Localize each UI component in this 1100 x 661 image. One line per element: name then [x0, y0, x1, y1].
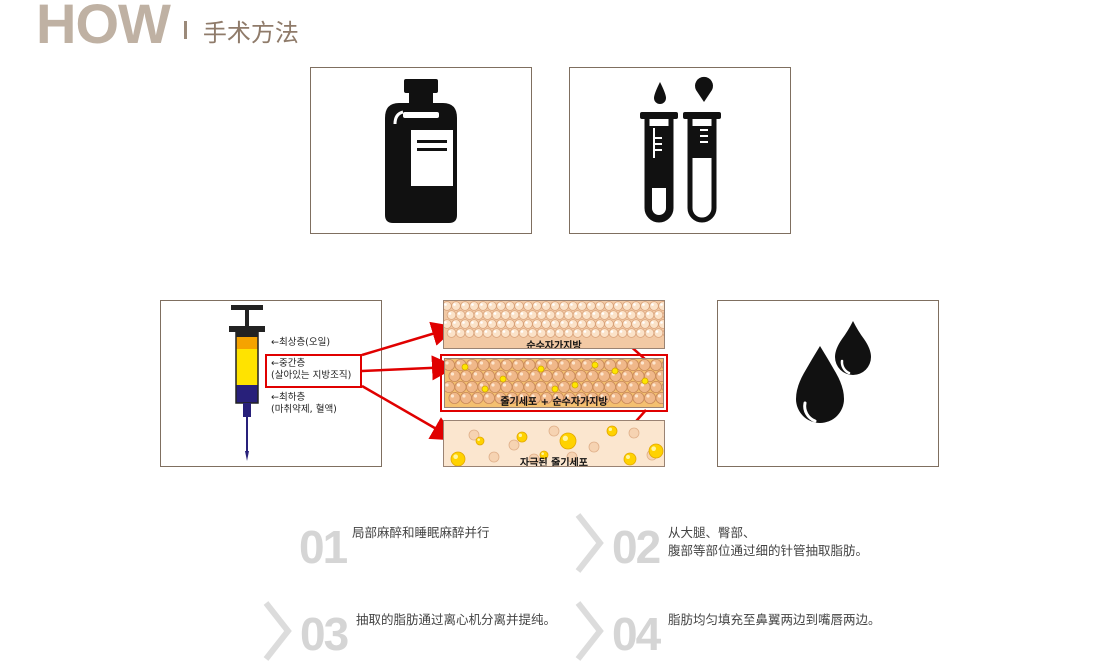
syringe-label-top: ←최상층(오일)	[271, 337, 330, 349]
syringe-label-bottom-2: (마취약제, 혈액)	[271, 404, 337, 416]
pure-fat-panel: 순수자가지방	[443, 300, 665, 349]
step-text: 局部麻醉和睡眠麻醉并行	[352, 524, 490, 542]
step-number: 03	[300, 611, 347, 657]
step-text: 脂肪均匀填充至鼻翼两边到嘴唇两边。	[668, 611, 881, 629]
step-text-line-1: 从大腿、臀部、	[668, 524, 756, 542]
chevron-right-icon	[574, 513, 604, 573]
pure-fat-label: 순수자가지방	[444, 337, 664, 349]
test-tubes-icon	[570, 68, 790, 233]
header-subtitle: 手术方法	[203, 13, 299, 48]
medicine-bottle-icon	[311, 68, 531, 233]
syringe-label-bottom-1: ←최하층	[271, 392, 305, 404]
stem-plus-fat-label: 줄기세포 + 순수자가지방	[445, 393, 663, 408]
header-divider	[184, 21, 187, 39]
droplets-panel	[717, 300, 939, 467]
step-text: 抽取的脂肪通过离心机分离并提纯。	[356, 611, 556, 629]
fat-droplets-icon	[718, 301, 938, 466]
header-title: HOW	[36, 0, 170, 52]
step-number: 04	[612, 611, 659, 657]
step-text-line-2: 腹部等部位通过细的针管抽取脂肪。	[668, 542, 868, 560]
page-header: HOW 手术方法	[36, 0, 299, 52]
stem-plus-fat-panel: 줄기세포 + 순수자가지방	[444, 358, 664, 408]
bottle-panel	[310, 67, 532, 234]
stimulated-stem-label: 자극된 줄기세포	[444, 454, 664, 467]
middle-layer-highlight	[265, 354, 362, 388]
stimulated-stem-panel: 자극된 줄기세포	[443, 420, 665, 467]
step-number: 02	[612, 524, 659, 570]
step-number: 01	[299, 524, 346, 570]
test-tubes-panel	[569, 67, 791, 234]
chevron-right-icon	[262, 601, 292, 661]
chevron-right-icon	[574, 601, 604, 661]
